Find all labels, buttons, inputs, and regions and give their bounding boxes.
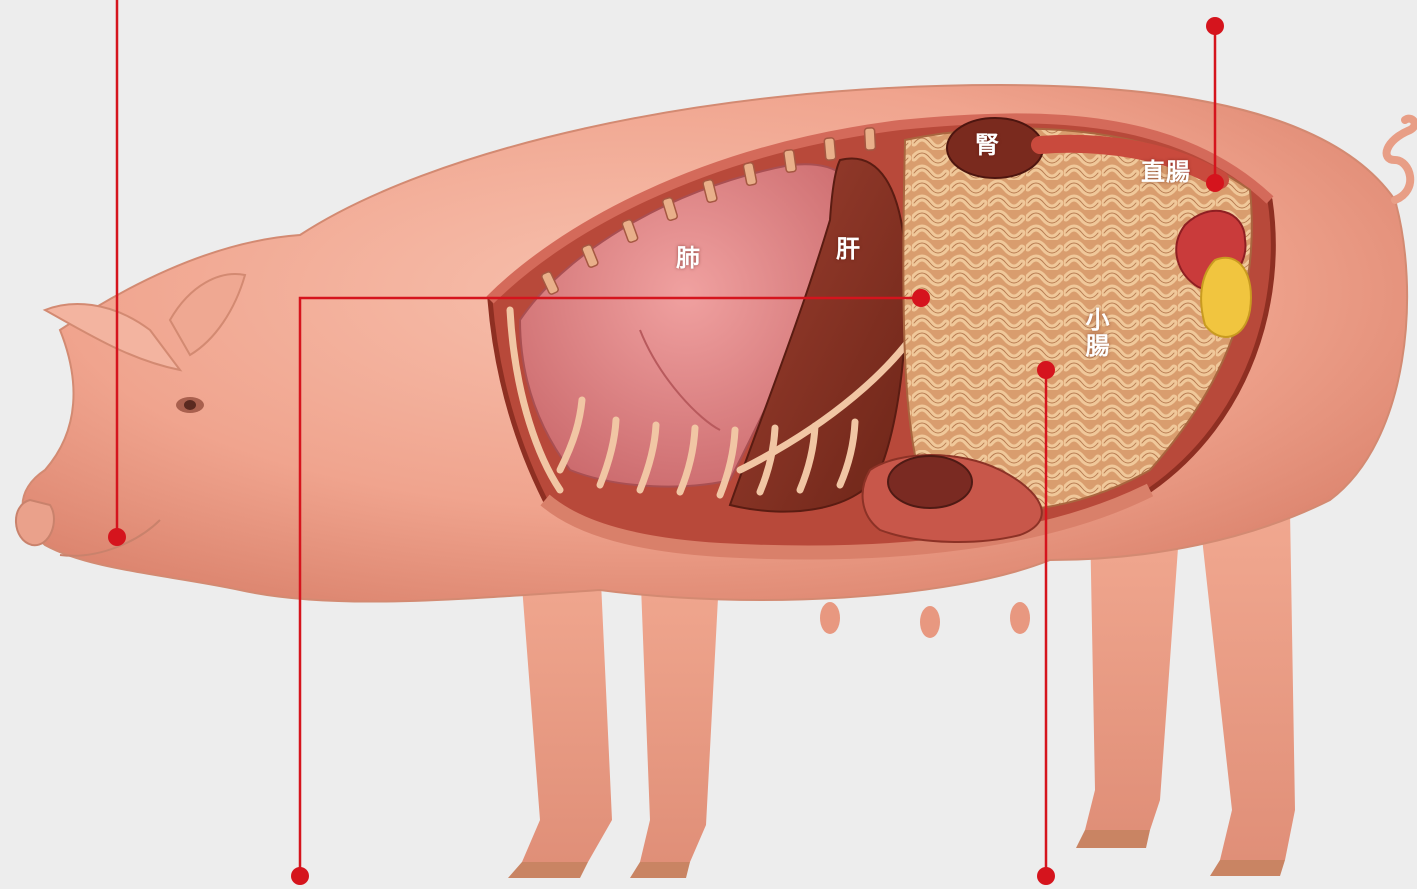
red-dot-marker [1037,361,1055,379]
lung-label: 肺 [676,245,701,271]
kidney-label: 腎 [975,132,1000,158]
red-dot-marker [291,867,309,885]
red-dot-marker [1206,174,1224,192]
rectum-label: 直腸 [1141,159,1191,185]
red-dot-marker [108,528,126,546]
red-dot-marker [1206,17,1224,35]
red-dot-marker [912,289,930,307]
red-dot-marker [1037,867,1055,885]
liver-label: 肝 [836,236,861,262]
small-intestine-label: 小腸 [1085,307,1111,360]
